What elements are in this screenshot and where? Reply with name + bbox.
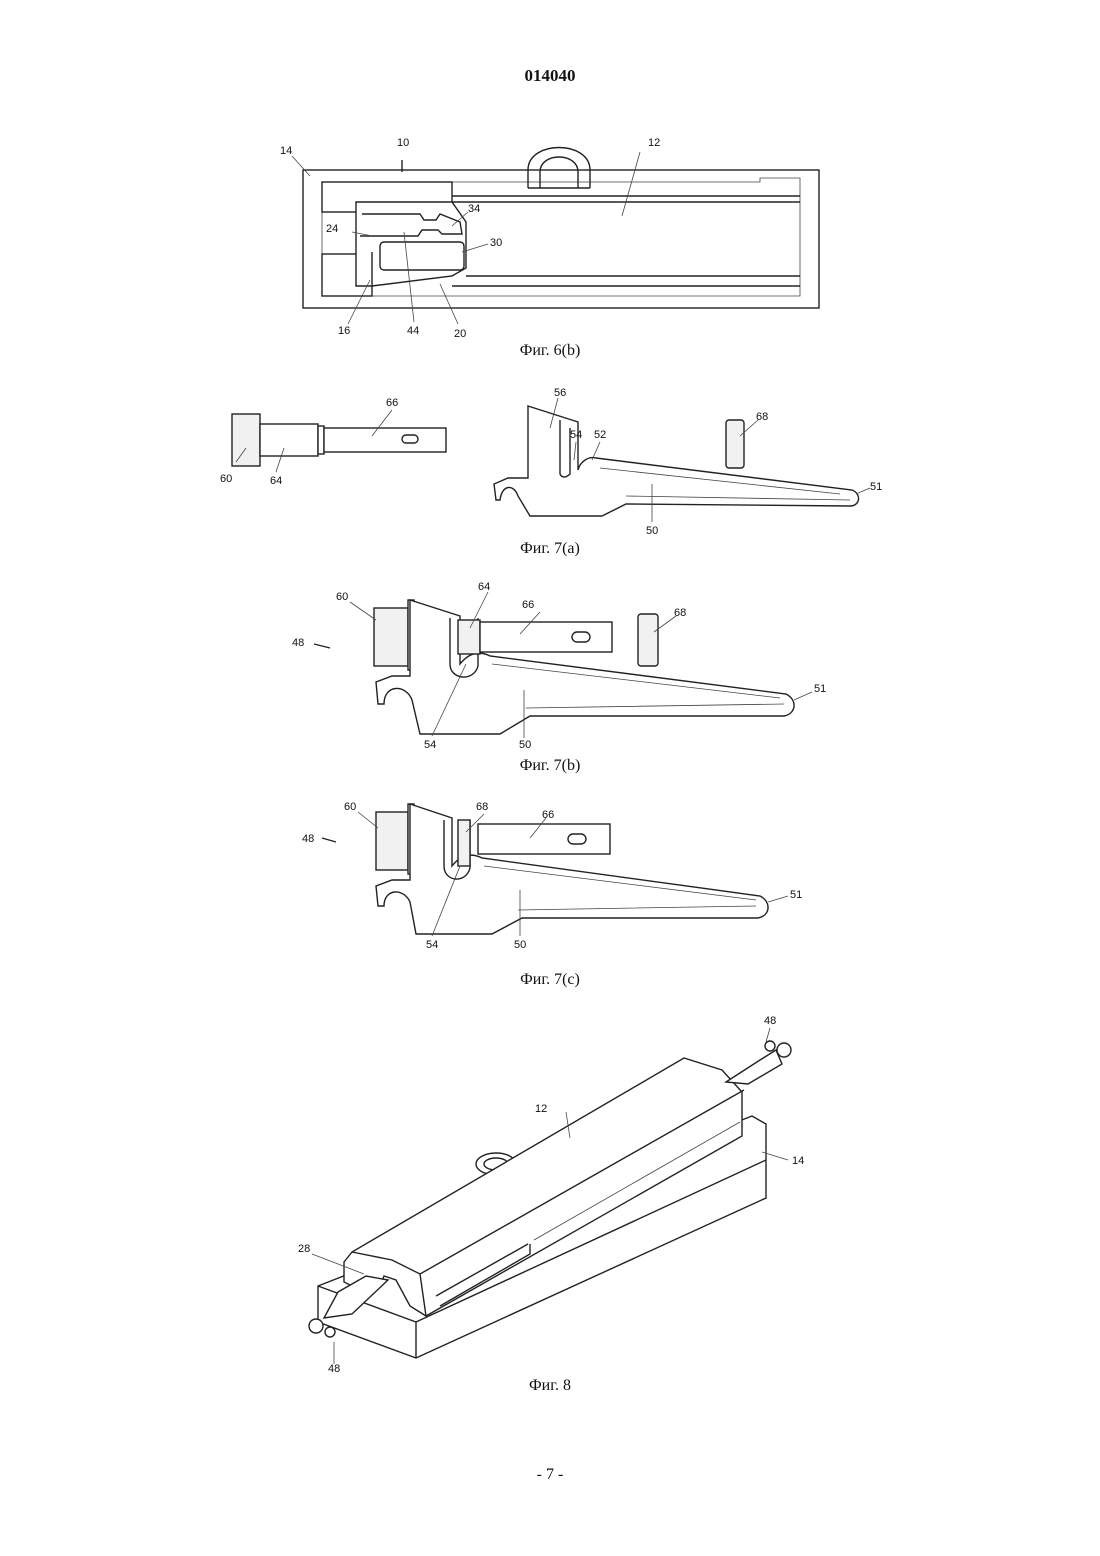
label-24: 24 [326,223,338,235]
label-64: 64 [478,581,490,593]
caption-fig-7c: Фиг. 7(c) [0,971,1100,989]
label-60: 60 [344,801,356,813]
figure-8: 12 14 28 48 48 [298,1015,804,1375]
label-48-front: 48 [328,1363,340,1375]
label-34: 34 [468,203,480,215]
label-12: 12 [535,1103,547,1115]
pin-blade-66 [324,428,446,452]
label-68: 68 [756,411,768,423]
label-48-rear: 48 [764,1015,776,1027]
caption-fig-6b: Фиг. 6(b) [0,342,1100,360]
label-50: 50 [646,525,658,537]
label-54: 54 [424,739,436,751]
label-12: 12 [648,137,660,149]
label-66: 66 [386,397,398,409]
label-44: 44 [407,325,419,337]
label-50: 50 [514,939,526,951]
roller-68 [726,420,744,468]
label-14: 14 [792,1155,804,1167]
label-60: 60 [220,473,232,485]
caption-fig-7b: Фиг. 7(b) [0,757,1100,775]
clip-body-7b [376,600,794,734]
pin-head-60 [374,608,408,666]
pin-shaft-64 [458,620,480,654]
label-51: 51 [870,481,882,493]
end-clip-48-rear [726,1050,782,1084]
label-51: 51 [814,683,826,695]
label-60: 60 [336,591,348,603]
label-10: 10 [397,137,409,149]
figure-6b: 10 12 14 24 34 30 16 44 20 [280,137,819,340]
label-64: 64 [270,475,282,487]
label-66: 66 [522,599,534,611]
label-51: 51 [790,889,802,901]
label-66: 66 [542,809,554,821]
caption-fig-7a: Фиг. 7(a) [0,540,1100,558]
pin-blade-66 [478,824,610,854]
label-28: 28 [298,1243,310,1255]
caption-fig-8: Фиг. 8 [0,1377,1100,1395]
label-16: 16 [338,325,350,337]
label-56: 56 [554,387,566,399]
label-54: 54 [426,939,438,951]
label-52: 52 [594,429,606,441]
figure-7c: 48 60 68 66 51 54 50 [302,801,802,951]
label-68: 68 [476,801,488,813]
figure-7b: 48 60 64 66 68 51 54 50 [292,581,826,751]
rail-body-12 [452,196,800,286]
pin-head-60 [232,414,260,466]
label-20: 20 [454,328,466,340]
page-number: - 7 - [0,1466,1100,1484]
label-14: 14 [280,145,292,157]
label-54: 54 [570,429,582,441]
label-48: 48 [292,637,304,649]
label-50: 50 [519,739,531,751]
label-48: 48 [302,833,314,845]
pin-shaft-64 [260,424,318,456]
label-68: 68 [674,607,686,619]
pin-head-60 [376,812,408,870]
figure-7a: 60 64 66 56 54 52 68 51 50 [220,387,882,537]
roller-68 [458,820,470,866]
label-30: 30 [490,237,502,249]
roller-68 [638,614,658,666]
pin-blade-66 [480,622,612,652]
